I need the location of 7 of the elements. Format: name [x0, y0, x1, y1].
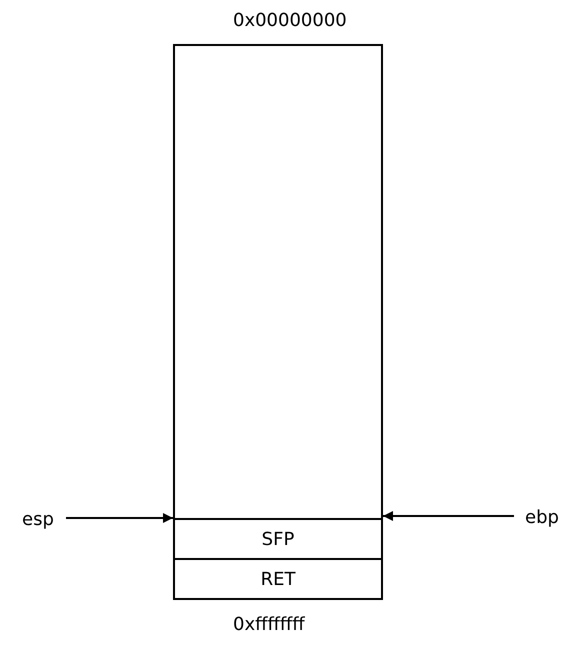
register-label: ebp	[514, 502, 570, 532]
register-label: esp	[10, 504, 66, 534]
address-label: 0x00000000	[233, 10, 347, 31]
arrow	[383, 511, 514, 521]
address-label: 0xffffffff	[233, 614, 305, 635]
stack-frame-box	[173, 44, 383, 600]
arrow	[66, 513, 173, 523]
